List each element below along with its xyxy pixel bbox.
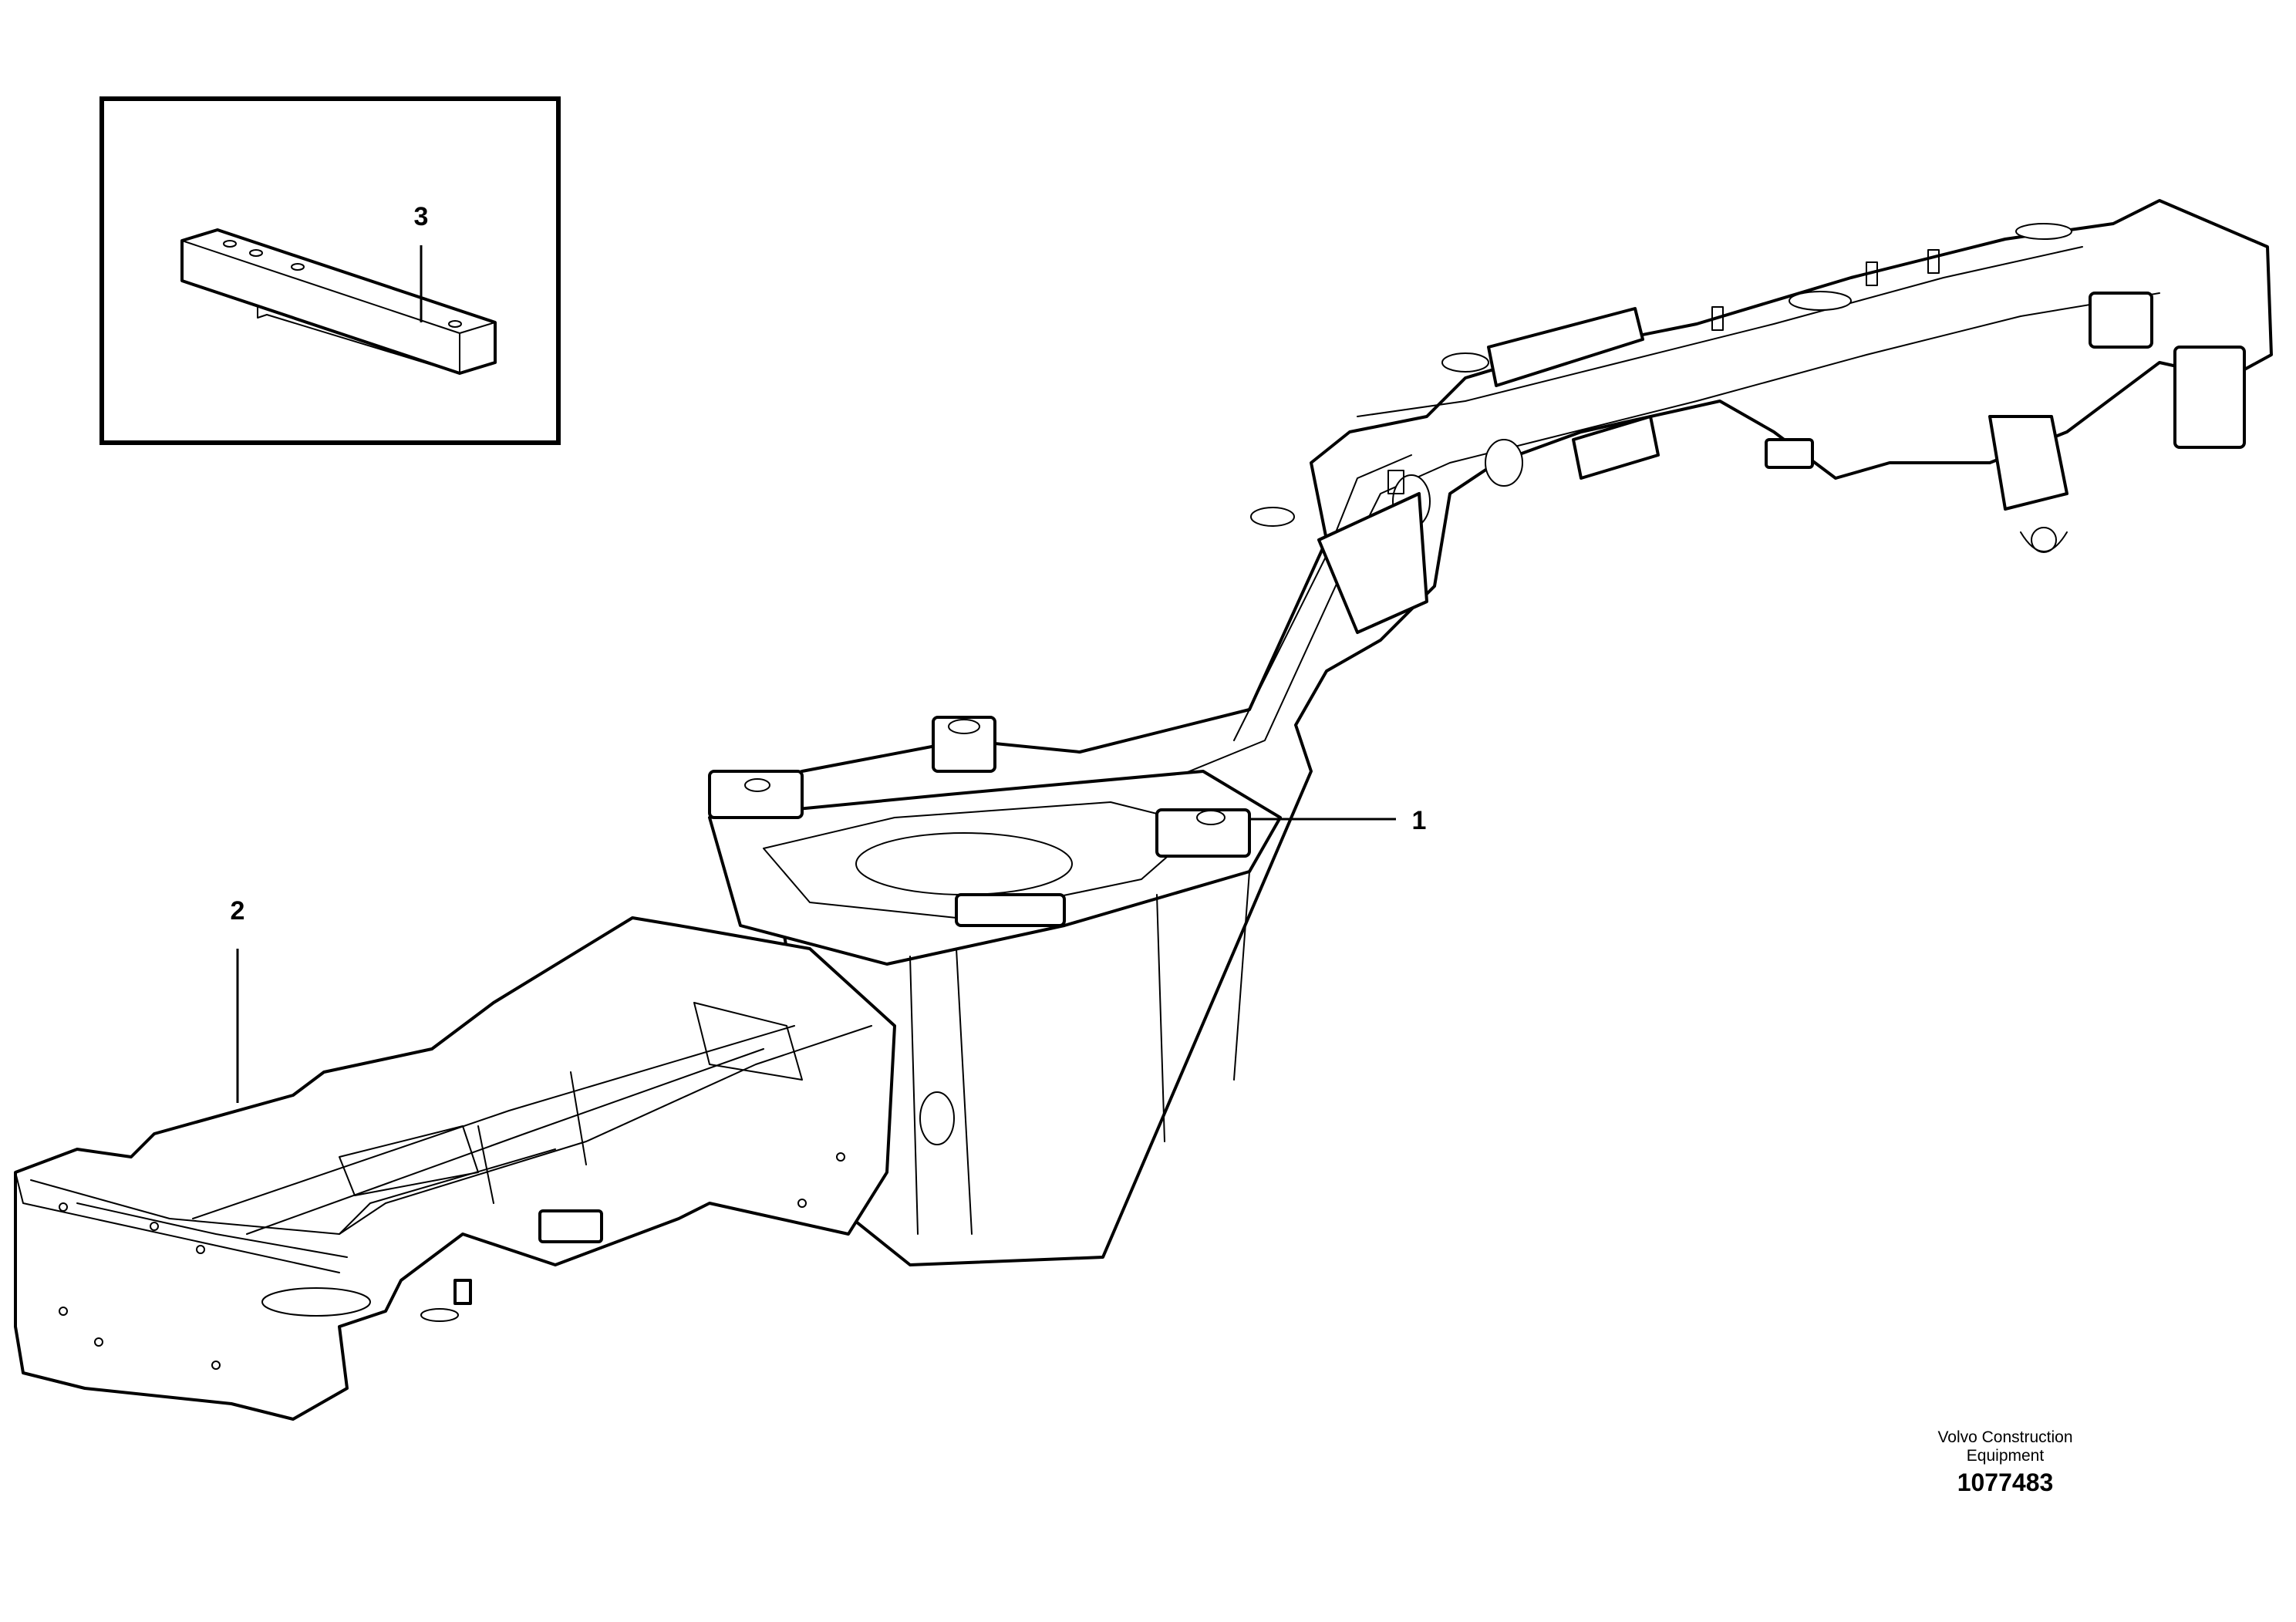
- manufacturer-name: Volvo Construction Equipment: [1866, 1428, 2144, 1465]
- callout-3: 3: [414, 202, 429, 231]
- inset-detail-box: 3: [99, 96, 561, 445]
- callout-1: 1: [1412, 806, 1427, 835]
- document-number: 1077483: [1957, 1469, 2054, 1496]
- callout-2: 2: [231, 896, 245, 926]
- part-1-main-frame: [708, 199, 2273, 1266]
- part-2-subframe: [14, 916, 896, 1421]
- manufacturer-line-1: Volvo Construction: [1937, 1428, 2073, 1446]
- manufacturer-line-2: Equipment: [1966, 1447, 2045, 1465]
- part-3-bar: [180, 228, 497, 375]
